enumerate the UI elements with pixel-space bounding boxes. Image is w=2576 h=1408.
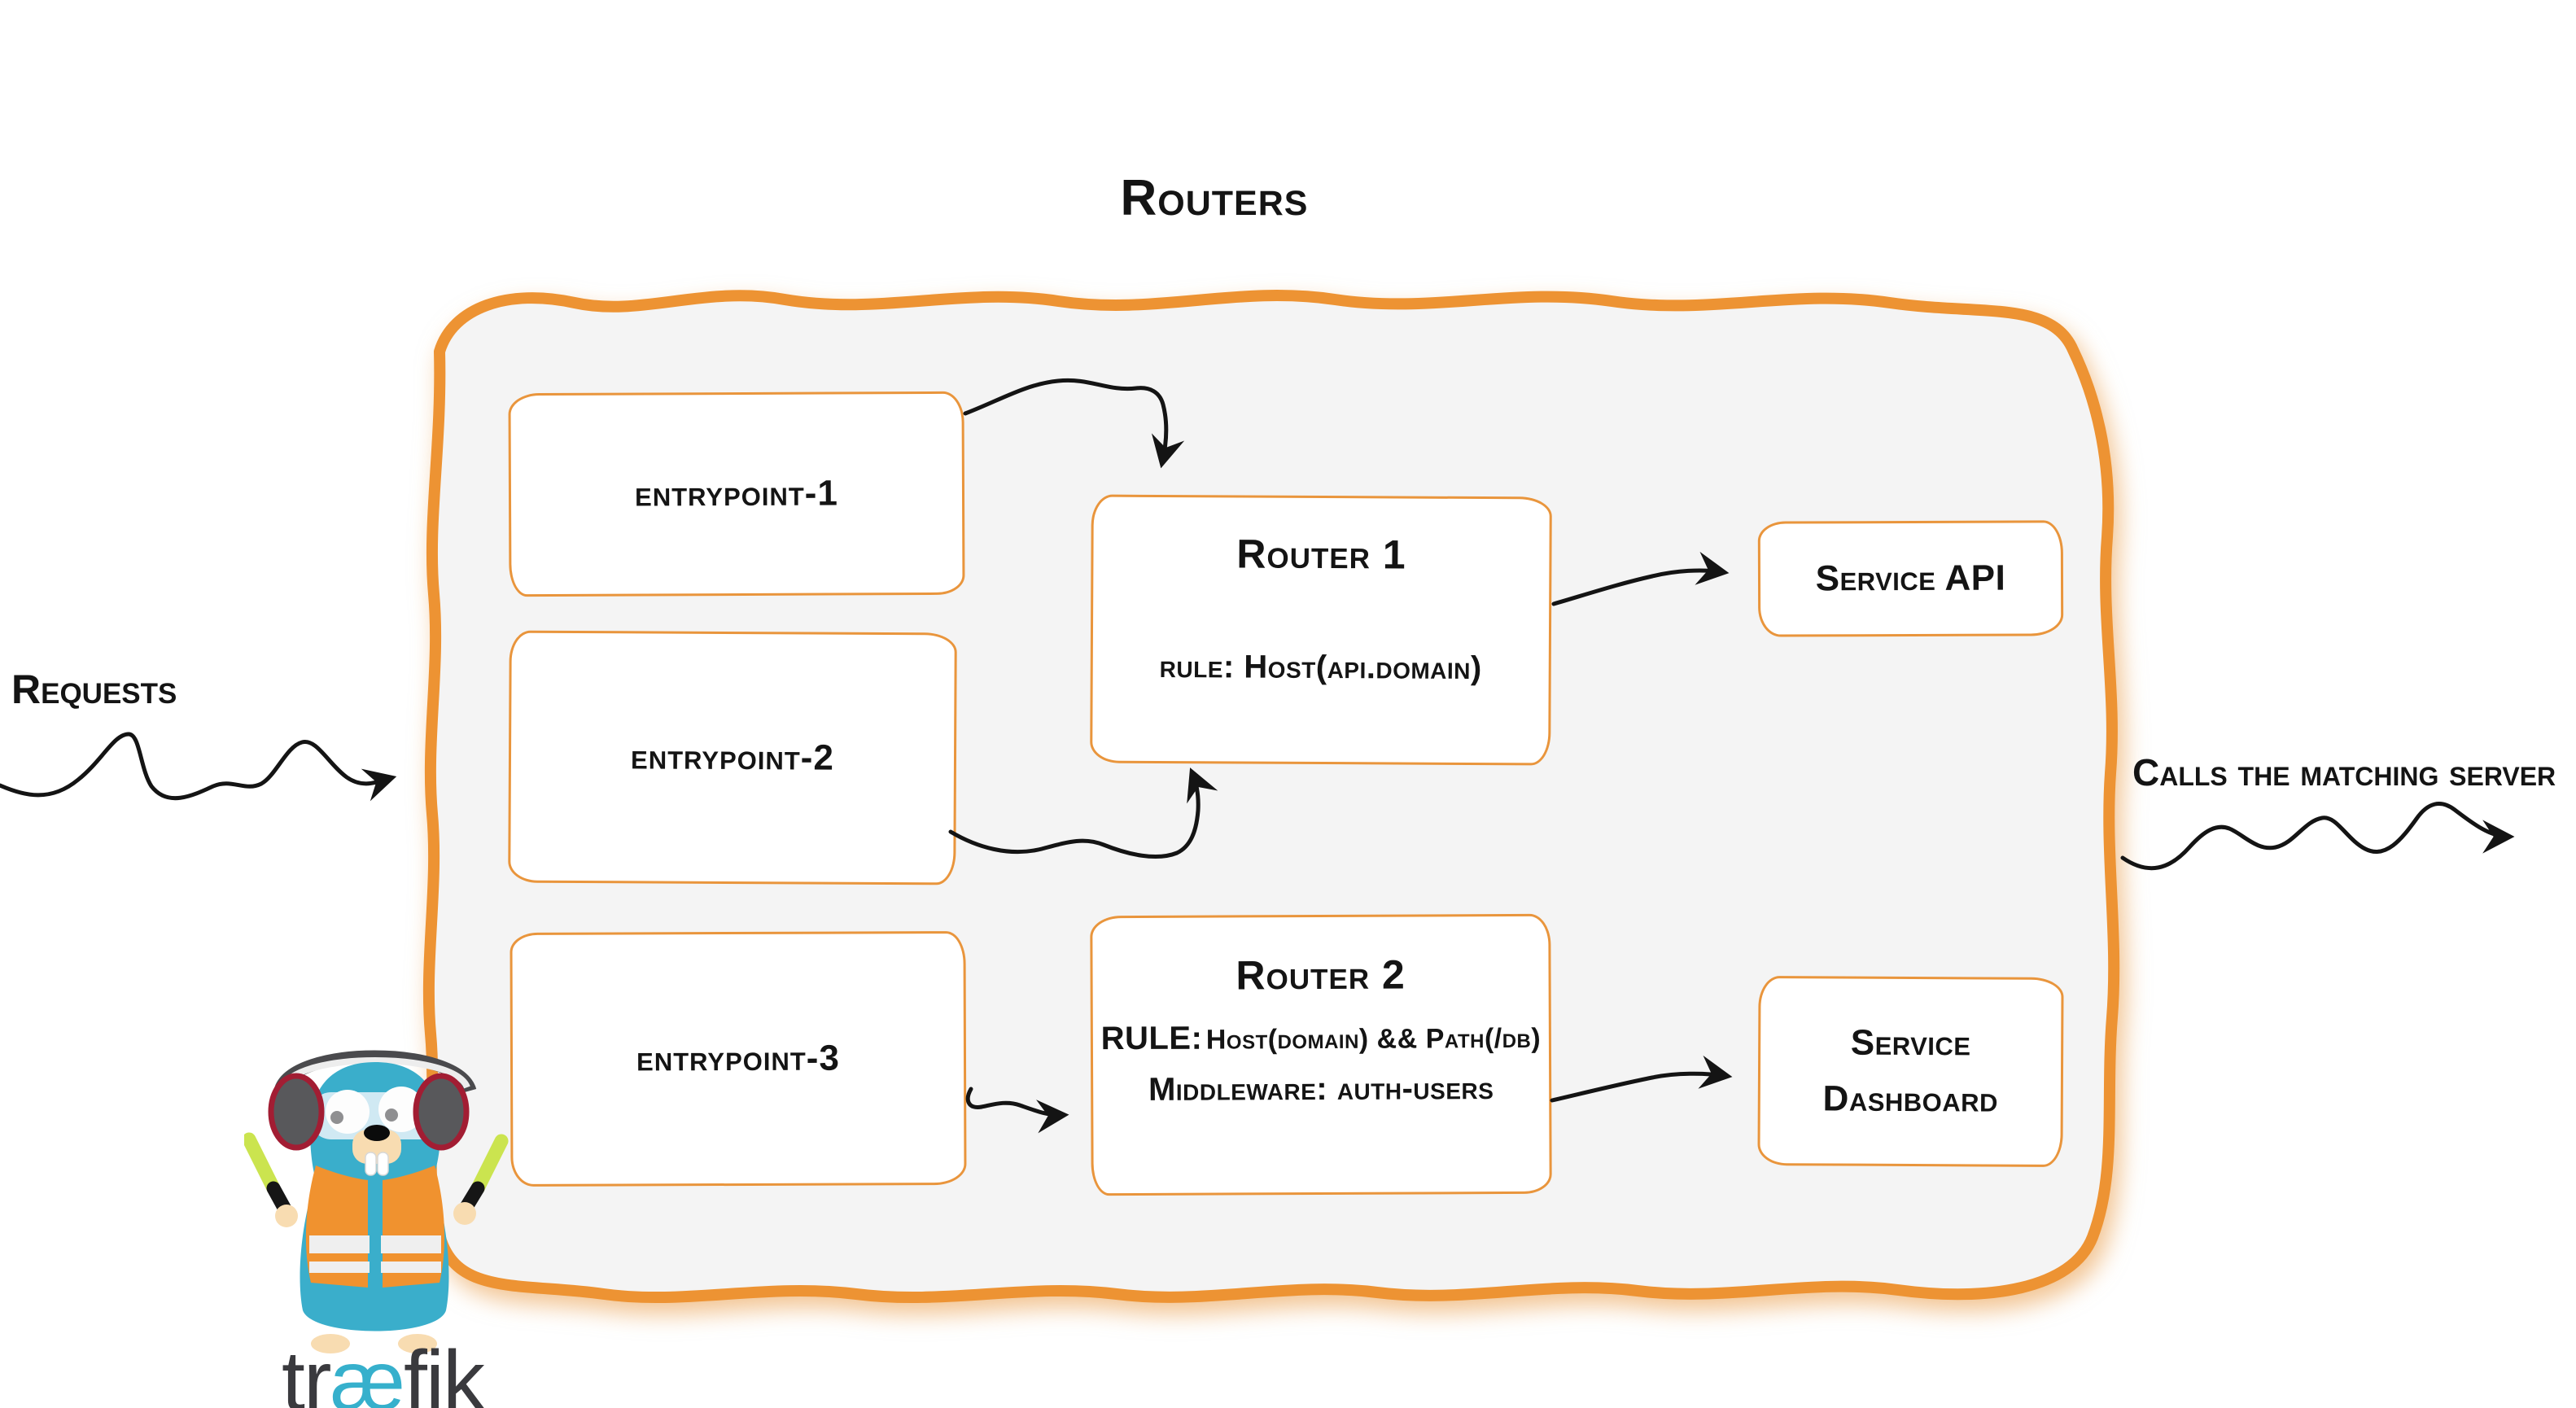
- router2-to-service-dashboard-arrow: [1550, 1055, 1733, 1103]
- headphone-band: [273, 1050, 477, 1094]
- brand-ae: æ: [330, 1334, 405, 1408]
- service-dashboard-box: Service Dashboard: [1757, 976, 2064, 1167]
- router-2-rule-key: RULE:: [1100, 1020, 1203, 1057]
- router1-to-service-api-arrow: [1551, 551, 1730, 606]
- requests-label: Requests: [11, 667, 177, 712]
- router-1-box: Router 1 rule: Host(api.domain): [1090, 494, 1552, 766]
- service-api-box: Service API: [1757, 520, 2064, 637]
- brand-tr: tr: [281, 1334, 332, 1408]
- entrypoint-1-box: entrypoint-1: [508, 391, 965, 597]
- router-2-name: Router 2: [1236, 951, 1406, 999]
- light-sticks: [244, 1132, 509, 1221]
- page-title: Routers: [1120, 170, 1309, 226]
- router-1-name: Router 1: [1236, 531, 1406, 578]
- entrypoint-3-box: entrypoint-3: [510, 931, 967, 1187]
- calls-matching-server-label: Calls the matching server: [2132, 751, 2556, 794]
- entrypoint-3-label: entrypoint-3: [636, 1038, 840, 1079]
- entrypoint3-to-router2-arrow: [965, 1087, 1069, 1134]
- entrypoint1-to-router1-arrow: [963, 378, 1185, 469]
- brand-fik: fik: [404, 1334, 485, 1408]
- hands-and-feet: [275, 1202, 476, 1353]
- traefik-wordmark: træfik: [281, 1333, 485, 1408]
- entrypoint2-to-router1-arrow: [948, 767, 1218, 859]
- router-2-middleware: Middleware: auth-users: [1148, 1070, 1494, 1108]
- router-2-box: Router 2 RULE: Host(domain) && Path(/db)…: [1090, 913, 1552, 1196]
- service-dashboard-line1: Service: [1850, 1022, 1971, 1064]
- traefik-gopher-icon: [244, 1050, 509, 1353]
- entrypoint-2-box: entrypoint-2: [508, 630, 957, 885]
- goggles: [310, 1087, 455, 1139]
- gopher-body: [300, 1062, 449, 1331]
- service-api-label: Service API: [1815, 558, 2006, 599]
- router-2-rule-value: Host(domain) && Path(/db): [1205, 1022, 1542, 1056]
- entrypoint-1-label: entrypoint-1: [635, 473, 838, 514]
- entrypoint-2-label: entrypoint-2: [630, 737, 835, 778]
- snout: [352, 1125, 401, 1176]
- router-1-rule: rule: Host(api.domain): [1159, 648, 1482, 687]
- calls-arrow: [2120, 802, 2515, 871]
- service-dashboard-line2: Dashboard: [1822, 1078, 1999, 1120]
- router-2-rule: RULE: Host(domain) && Path(/db): [1101, 1019, 1542, 1057]
- requests-arrow: [0, 732, 397, 802]
- safety-vest: [305, 1165, 445, 1288]
- headphone-earcups: [268, 1073, 470, 1151]
